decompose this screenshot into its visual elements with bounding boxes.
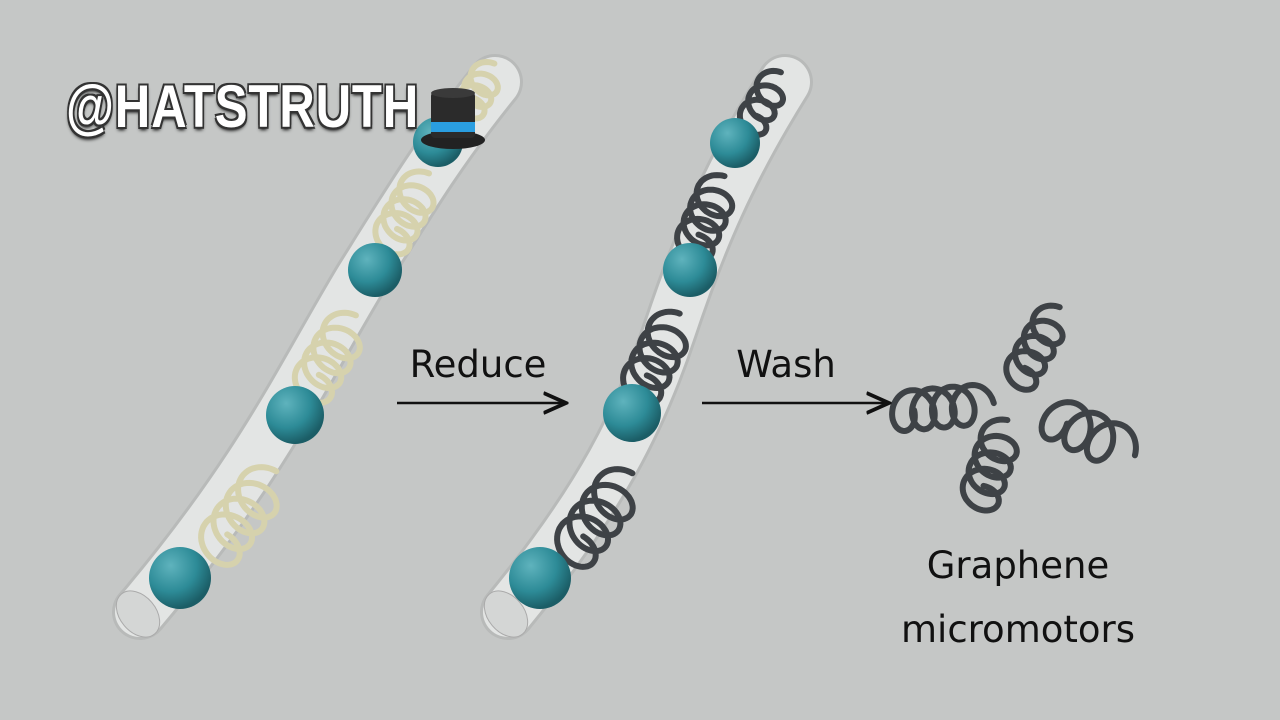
- graphene-coil: [198, 464, 280, 568]
- sphere: [663, 243, 717, 297]
- sphere: [149, 547, 211, 609]
- graphene-coil: [620, 308, 689, 407]
- sphere: [266, 386, 324, 444]
- graphene-coil: [1003, 302, 1066, 393]
- watermark: @HATSTRUTH: [66, 73, 420, 140]
- graphene-coil: [889, 381, 997, 435]
- graphene-coil: [291, 309, 363, 406]
- sphere: [603, 384, 661, 442]
- graphene-coil: [372, 168, 437, 258]
- sphere: [710, 118, 760, 168]
- graphene-coil: [959, 416, 1020, 514]
- top-hat-icon: [421, 88, 485, 149]
- result-label-line1: Graphene: [926, 544, 1110, 587]
- reduce-label: Reduce: [409, 343, 547, 386]
- graphene-coil: [674, 172, 736, 264]
- result-label-line2: micromotors: [900, 608, 1136, 651]
- graphene-coil: [554, 466, 636, 570]
- sphere: [348, 243, 402, 297]
- wash-label: Wash: [736, 343, 836, 386]
- catalyst-spheres: [149, 117, 760, 609]
- sphere: [509, 547, 571, 609]
- graphene-coil: [1038, 399, 1139, 464]
